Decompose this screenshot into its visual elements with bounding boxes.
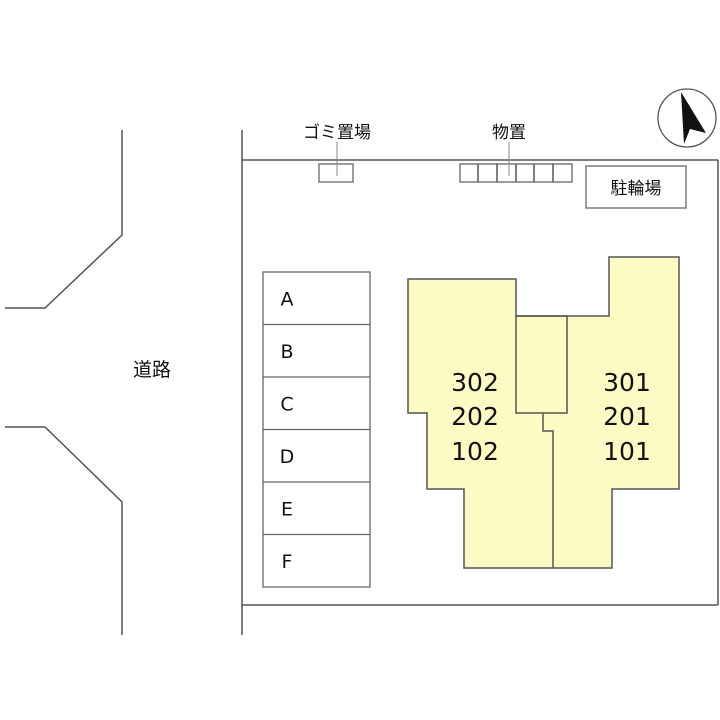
unit-201: 201 [603,402,651,431]
parking-space-d: D [280,446,295,468]
bicycle-parking [585,165,687,209]
bicycle-label: 駐輪場 [611,179,662,199]
units-left: 302 202 102 [451,368,499,466]
storage-label: 物置 [492,123,526,143]
garbage-label: ゴミ置場 [303,122,371,143]
storage-units [459,163,573,183]
parking-lots: A B C D E F [262,271,371,588]
unit-divider [542,413,554,568]
unit-302: 302 [451,368,499,397]
garbage-area [318,163,354,183]
parking-space-c: C [280,393,293,415]
apartment-building: 302 202 102 301 201 101 [407,256,680,569]
parking-space-f: F [282,551,293,573]
parking-space-b: B [280,341,293,363]
unit-101: 101 [603,437,651,466]
parking-space-e: E [281,498,293,520]
unit-102: 102 [451,437,499,466]
north-arrow-icon [657,88,717,148]
unit-301: 301 [603,368,651,397]
parking-space-a: A [281,288,294,310]
stairwell [515,315,568,414]
unit-202: 202 [451,402,499,431]
road-edge-upper [5,130,123,309]
units-right: 301 201 101 [603,368,651,466]
road-edge-lower [5,426,123,635]
road-label: 道路 [133,359,171,381]
